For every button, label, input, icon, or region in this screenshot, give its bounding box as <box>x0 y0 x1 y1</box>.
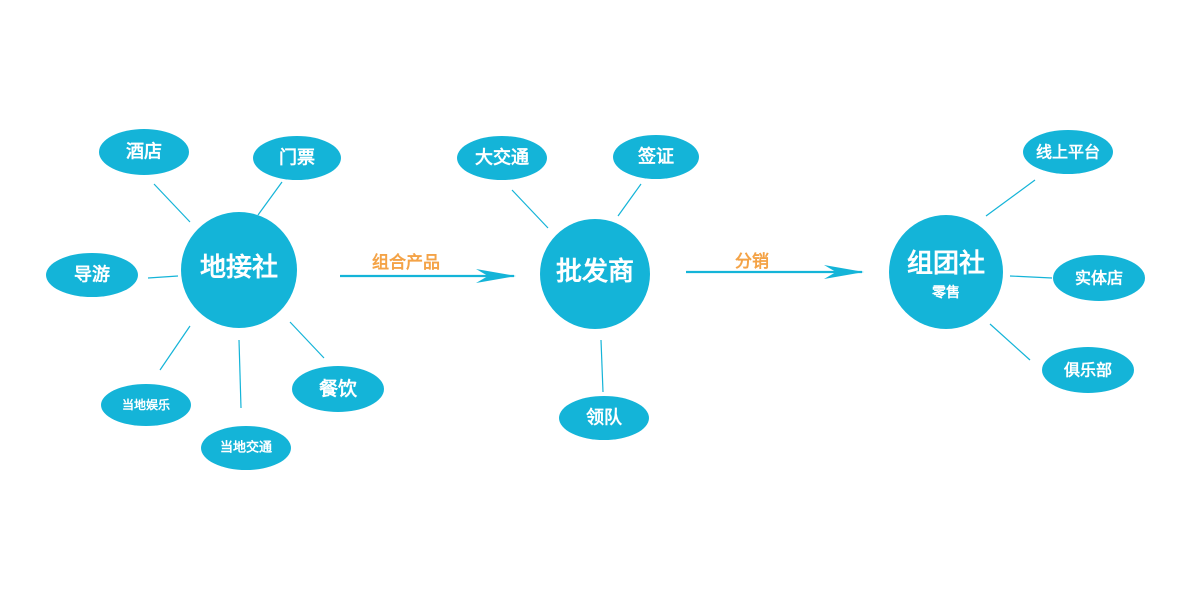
spoke-local-entertainment <box>159 325 191 371</box>
satellite-club: 俱乐部 <box>1042 347 1134 393</box>
spoke-dining <box>289 321 325 359</box>
satellite-ticket: 门票 <box>253 136 341 180</box>
hub-wholesaler-label: 批发商 <box>556 256 634 287</box>
satellite-local-entertainment: 当地娱乐 <box>101 384 191 426</box>
satellite-hotel-label: 酒店 <box>126 141 162 163</box>
satellite-hotel-shape <box>99 129 189 175</box>
satellite-major-transport: 大交通 <box>457 136 547 180</box>
spoke-guide <box>147 275 179 279</box>
spoke-hotel <box>153 183 191 223</box>
satellite-visa-label: 签证 <box>637 146 674 168</box>
satellite-major-transport-label: 大交通 <box>475 147 529 169</box>
flow-label-combine: 组合产品 <box>372 252 440 273</box>
satellite-tour-leader-label: 领队 <box>586 407 623 429</box>
spoke-club <box>989 323 1031 361</box>
spoke-local-transport <box>238 339 242 409</box>
satellite-online-platform-label: 线上平台 <box>1036 143 1100 162</box>
satellite-hotel: 酒店 <box>99 129 189 175</box>
satellite-club-shape <box>1042 347 1134 393</box>
wholesaler-spokes <box>511 183 642 393</box>
spoke-tour-leader <box>600 339 604 393</box>
satellite-guide-shape <box>46 253 138 297</box>
satellite-dining-shape <box>292 366 384 412</box>
satellite-local-transport-shape <box>201 426 291 470</box>
satellite-guide-label: 导游 <box>74 264 110 286</box>
satellite-tour-leader: 领队 <box>559 396 649 440</box>
hub-local-agency-label: 地接社 <box>200 252 278 283</box>
satellite-guide: 导游 <box>46 253 138 297</box>
satellite-dining-label: 餐饮 <box>319 377 358 400</box>
satellite-physical-store-shape <box>1053 255 1145 301</box>
spoke-major-transport <box>511 189 549 229</box>
satellite-online-platform: 线上平台 <box>1023 130 1113 174</box>
satellite-physical-store-label: 实体店 <box>1075 269 1123 288</box>
hub-tour-operator-label: 组团社 <box>907 248 985 279</box>
spoke-ticket <box>257 181 283 216</box>
satellite-local-entertainment-label: 当地娱乐 <box>122 397 170 412</box>
spoke-physical-store <box>1009 275 1053 279</box>
tour-operator-spokes <box>985 179 1053 361</box>
satellite-tour-leader-shape <box>559 396 649 440</box>
satellite-local-entertainment-shape <box>101 384 191 426</box>
satellite-ticket-label: 门票 <box>279 147 315 169</box>
satellite-club-label: 俱乐部 <box>1063 361 1112 380</box>
satellite-physical-store: 实体店 <box>1053 255 1145 301</box>
hub-wholesaler: 批发商 <box>540 219 650 329</box>
flow-label-distribute: 分销 <box>735 251 769 272</box>
satellite-dining: 餐饮 <box>292 366 384 412</box>
hub-tour-operator-circle <box>889 215 1003 329</box>
satellite-visa: 签证 <box>613 135 699 179</box>
satellite-major-transport-shape <box>457 136 547 180</box>
satellite-local-transport: 当地交通 <box>201 426 291 470</box>
satellite-online-platform-shape <box>1023 130 1113 174</box>
satellite-local-transport-label: 当地交通 <box>220 440 272 456</box>
hub-wholesaler-circle <box>540 219 650 329</box>
hub-tour-operator-sublabel: 零售 <box>931 284 960 301</box>
satellite-ticket-shape <box>253 136 341 180</box>
spoke-visa <box>617 183 642 217</box>
spoke-online-platform <box>985 179 1036 217</box>
hub-local-agency-circle <box>181 212 297 328</box>
flow-arrows <box>340 265 864 283</box>
hub-tour-operator: 组团社 零售 <box>889 215 1003 329</box>
hub-local-agency: 地接社 <box>181 212 297 328</box>
satellite-visa-shape <box>613 135 699 179</box>
local-agency-spokes <box>147 181 325 409</box>
